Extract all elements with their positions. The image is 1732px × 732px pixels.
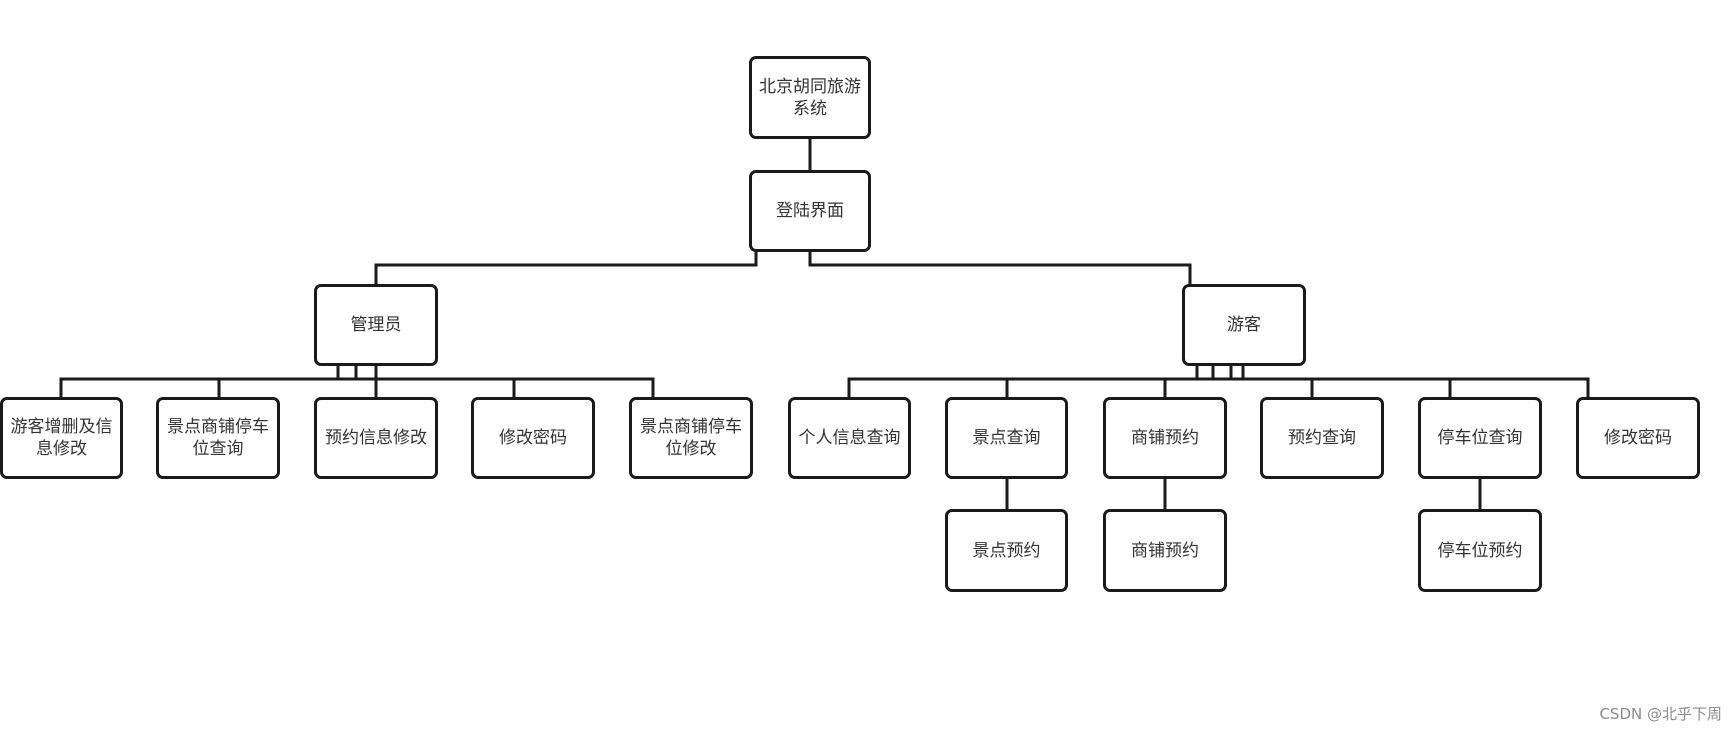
node-shop-booking: 商铺预约	[1103, 509, 1227, 592]
node-spot-booking: 景点预约	[945, 509, 1068, 592]
node-admin: 管理员	[314, 284, 438, 366]
node-tourist-child-3-label: 商铺预约	[1131, 428, 1199, 448]
node-tourist-child-2-label: 景点查询	[972, 428, 1041, 448]
node-tourist-child-6-label: 修改密码	[1604, 428, 1672, 448]
node-tourist-child-6: 修改密码	[1576, 397, 1700, 479]
node-admin-child-1-label: 游客增删及信息修改	[10, 417, 113, 459]
node-tourist-child-1-label: 个人信息查询	[798, 428, 901, 448]
node-tourist-child-2: 景点查询	[945, 397, 1068, 479]
node-tourist-child-4-label: 预约查询	[1288, 428, 1356, 448]
node-tourist-child-4: 预约查询	[1260, 397, 1384, 479]
node-root: 北京胡同旅游系统	[749, 56, 871, 139]
edge-login-tourist	[808, 249, 1192, 288]
node-root-label: 北京胡同旅游系统	[759, 76, 861, 119]
node-tourist-child-3: 商铺预约	[1103, 397, 1227, 479]
node-admin-child-3: 预约信息修改	[314, 397, 438, 479]
node-admin-child-4-label: 修改密码	[499, 428, 567, 448]
node-admin-child-1: 游客增删及信息修改	[0, 397, 123, 479]
node-tourist-child-5: 停车位查询	[1418, 397, 1542, 479]
node-admin-label: 管理员	[350, 315, 402, 335]
node-shop-booking-label: 商铺预约	[1131, 540, 1199, 561]
node-admin-child-2-label: 景点商铺停车位查询	[167, 417, 269, 459]
node-login: 登陆界面	[749, 170, 871, 252]
node-admin-child-5-label: 景点商铺停车位修改	[640, 417, 742, 459]
node-tourist-child-5-label: 停车位查询	[1437, 428, 1523, 448]
node-admin-child-2: 景点商铺停车位查询	[156, 397, 280, 479]
node-admin-child-3-label: 预约信息修改	[325, 428, 427, 448]
watermark: CSDN @北乎下周	[1599, 705, 1722, 723]
node-parking-booking: 停车位预约	[1418, 509, 1542, 592]
edge-login-admin	[374, 249, 758, 288]
node-spot-booking-label: 景点预约	[972, 540, 1041, 561]
node-tourist-child-1: 个人信息查询	[788, 397, 911, 479]
node-admin-child-4: 修改密码	[471, 397, 595, 479]
node-admin-child-5: 景点商铺停车位修改	[629, 397, 753, 479]
node-tourist: 游客	[1182, 284, 1306, 366]
node-login-label: 登陆界面	[776, 201, 844, 221]
node-tourist-label: 游客	[1227, 315, 1261, 335]
node-parking-booking-label: 停车位预约	[1437, 540, 1523, 561]
